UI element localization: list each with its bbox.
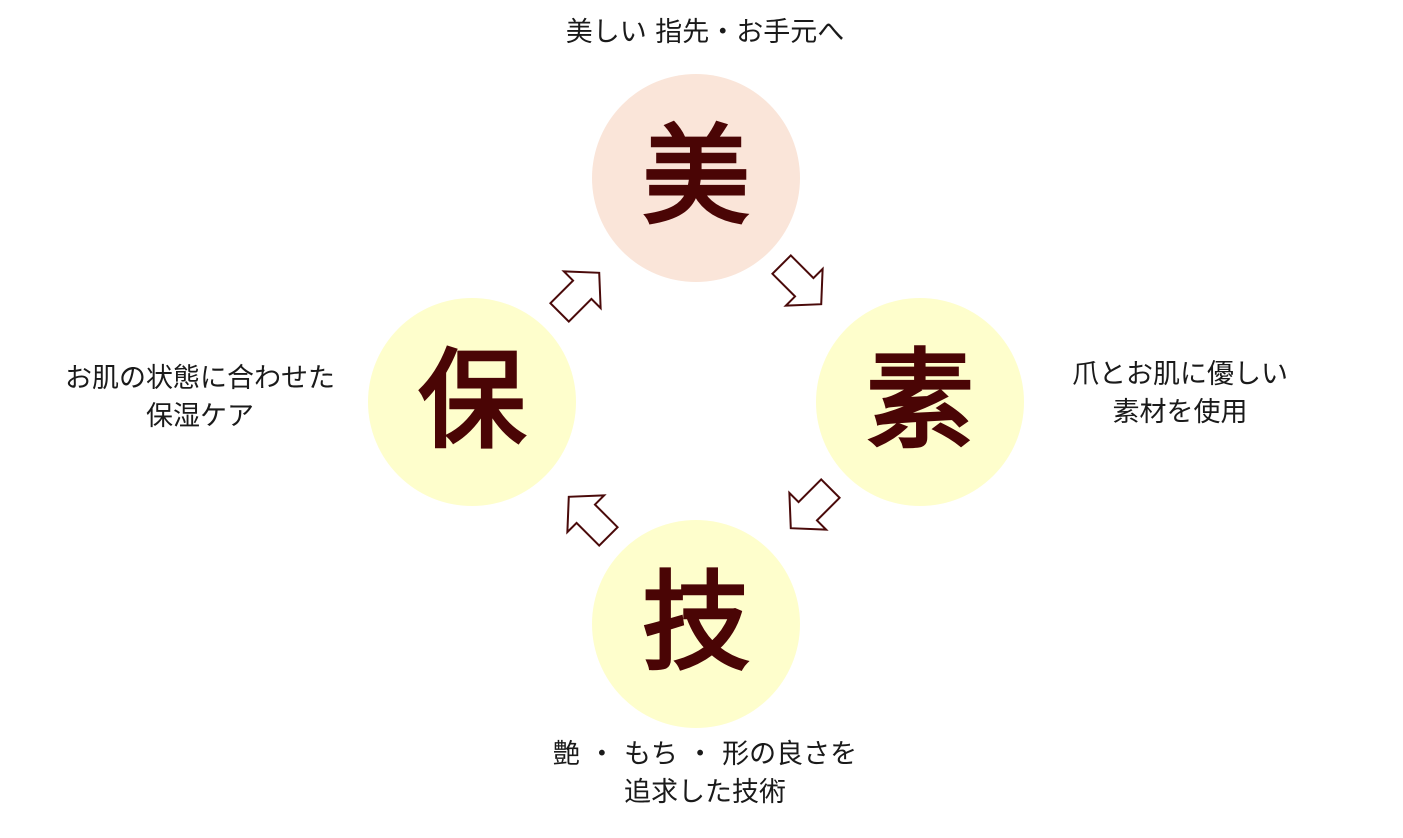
arrow-left-to-top [549,270,602,323]
node-circle-bottom: 技 [592,520,800,728]
node-kanji-right: 素 [865,339,974,464]
arrow-top-to-right [771,254,824,307]
arrow-right-to-bottom [788,478,841,531]
caption-left-line-1: お肌の状態に合わせた [65,363,335,394]
caption-right: 爪とお肌に優しい 素材を使用 [1030,356,1330,432]
node-kanji-bottom: 技 [641,561,750,686]
caption-right-line-2: 素材を使用 [1112,397,1248,428]
caption-bottom-line-1: 艶 ・ もち ・ 形の良さを [552,739,858,770]
arrow-bottom-to-left [566,494,619,547]
node-circle-right: 素 [816,298,1024,506]
caption-left: お肌の状態に合わせた 保湿ケア [20,360,380,436]
caption-bottom-line-2: 追求した技術 [624,777,786,808]
node-circle-left: 保 [368,298,576,506]
node-kanji-top: 美 [641,115,750,240]
node-kanji-left: 保 [417,339,526,464]
caption-right-line-1: 爪とお肌に優しい [1072,359,1288,390]
node-circle-top: 美 [592,74,800,282]
caption-left-line-2: 保湿ケア [146,401,254,432]
caption-top: 美しい 指先・お手元へ [470,14,940,52]
caption-bottom: 艶 ・ もち ・ 形の良さを 追求した技術 [470,736,940,812]
caption-top-line-1: 美しい 指先・お手元へ [565,17,845,48]
